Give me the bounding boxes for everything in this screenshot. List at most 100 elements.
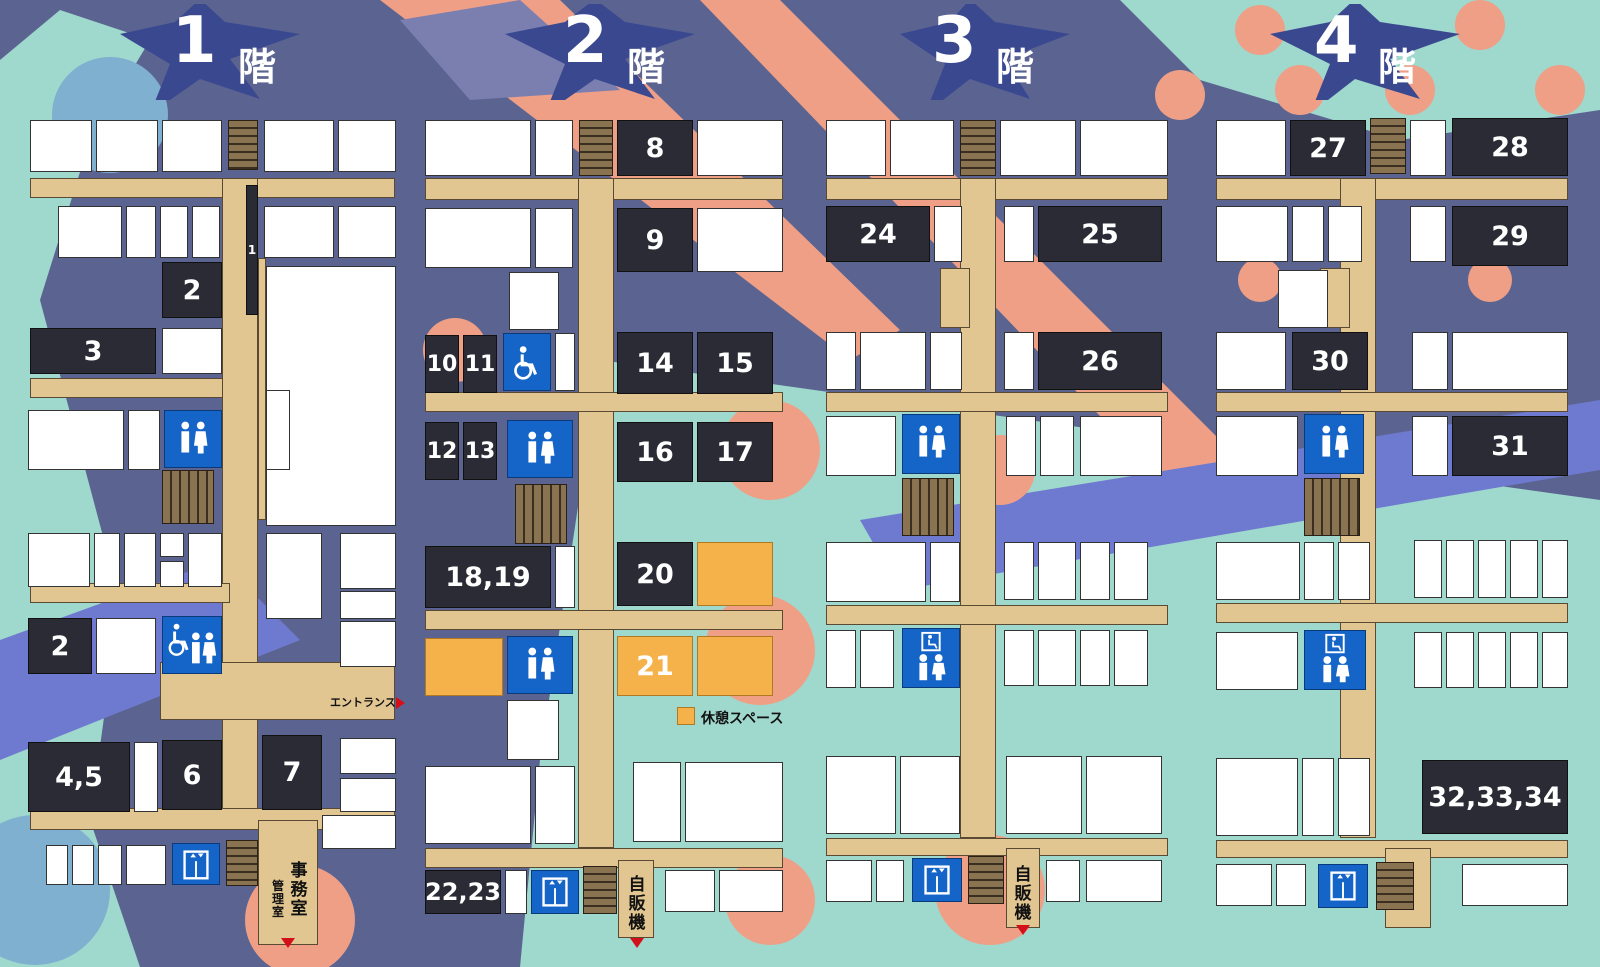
room bbox=[340, 738, 396, 774]
room bbox=[1080, 630, 1110, 686]
vending-marker bbox=[630, 938, 644, 948]
floor-suffix: 階 bbox=[238, 45, 277, 89]
room bbox=[1478, 540, 1506, 598]
room bbox=[1216, 120, 1286, 176]
rest-space bbox=[425, 638, 503, 696]
booth-8[interactable]: 8 bbox=[617, 120, 693, 176]
room bbox=[1478, 632, 1506, 688]
booth-26[interactable]: 26 bbox=[1038, 332, 1162, 390]
booth-21[interactable]: 21 bbox=[617, 636, 693, 696]
room bbox=[96, 618, 156, 674]
booth-11[interactable]: 11 bbox=[463, 335, 497, 393]
room bbox=[1292, 206, 1324, 262]
booth-25[interactable]: 25 bbox=[1038, 206, 1162, 262]
booth-3[interactable]: 3 bbox=[30, 328, 156, 374]
floor-number: 1 bbox=[172, 4, 217, 78]
booth-2[interactable]: 2 bbox=[28, 618, 92, 674]
rest-space bbox=[697, 636, 773, 696]
stairs-icon bbox=[1304, 478, 1360, 536]
room bbox=[1038, 542, 1076, 600]
room bbox=[1080, 542, 1110, 600]
stairs-icon bbox=[1376, 862, 1414, 910]
room bbox=[1412, 416, 1448, 476]
elevator-icon bbox=[1318, 864, 1368, 908]
booth-10[interactable]: 10 bbox=[425, 335, 459, 393]
room bbox=[697, 120, 783, 176]
room bbox=[264, 120, 334, 172]
booth-29[interactable]: 29 bbox=[1452, 206, 1568, 266]
room bbox=[192, 206, 220, 258]
room bbox=[1302, 758, 1334, 836]
room bbox=[1542, 540, 1568, 598]
room bbox=[425, 208, 531, 268]
booth-6[interactable]: 6 bbox=[162, 740, 222, 810]
corridor bbox=[1006, 848, 1040, 928]
booth-2[interactable]: 2 bbox=[162, 262, 222, 318]
room bbox=[134, 742, 158, 812]
room bbox=[1006, 416, 1036, 476]
booth-31[interactable]: 31 bbox=[1452, 416, 1568, 476]
booth-16[interactable]: 16 bbox=[617, 422, 693, 482]
booth-24[interactable]: 24 bbox=[826, 206, 930, 262]
vending-label: 自販機 bbox=[1014, 865, 1032, 923]
room bbox=[1004, 206, 1034, 262]
room bbox=[1080, 120, 1168, 176]
room bbox=[685, 762, 783, 842]
booth-15[interactable]: 15 bbox=[697, 332, 773, 394]
room bbox=[509, 272, 559, 330]
room bbox=[860, 332, 926, 390]
booth-1[interactable]: 1 bbox=[246, 185, 258, 315]
room bbox=[1216, 632, 1298, 690]
room bbox=[826, 860, 872, 902]
booth-4-5[interactable]: 4,5 bbox=[28, 742, 130, 812]
stairs-icon bbox=[515, 484, 567, 544]
room bbox=[1414, 540, 1442, 598]
room bbox=[1000, 120, 1076, 176]
booth-28[interactable]: 28 bbox=[1452, 118, 1568, 176]
room bbox=[128, 410, 160, 470]
restroom-icon bbox=[507, 420, 573, 478]
booth-17[interactable]: 17 bbox=[697, 422, 773, 482]
booth-22-23[interactable]: 22,23 bbox=[425, 870, 501, 914]
accessible-restroom-icon bbox=[902, 628, 960, 688]
wheelchair-icon bbox=[503, 333, 551, 391]
booth-32-33-34[interactable]: 32,33,34 bbox=[1422, 760, 1568, 834]
corridor bbox=[1216, 178, 1568, 200]
room bbox=[1276, 864, 1306, 906]
room bbox=[1216, 864, 1272, 906]
room bbox=[58, 206, 122, 258]
room bbox=[555, 546, 575, 608]
room bbox=[1446, 540, 1474, 598]
booth-30[interactable]: 30 bbox=[1292, 332, 1368, 390]
compass-star-icon bbox=[505, 4, 695, 100]
booth-13[interactable]: 13 bbox=[463, 422, 497, 480]
room bbox=[1006, 756, 1082, 834]
room bbox=[1510, 632, 1538, 688]
booth-9[interactable]: 9 bbox=[617, 208, 693, 272]
room bbox=[934, 206, 962, 262]
corridor bbox=[1216, 392, 1568, 412]
room bbox=[1114, 630, 1148, 686]
floor-2-header: 2 階 bbox=[395, 4, 787, 100]
room bbox=[1216, 542, 1300, 600]
floor-1: 1 階 1 2 3 bbox=[0, 0, 405, 967]
stairs-icon bbox=[960, 120, 996, 176]
floor-suffix: 階 bbox=[1378, 45, 1417, 89]
room bbox=[665, 870, 715, 912]
entrance-marker bbox=[396, 697, 405, 709]
room bbox=[162, 328, 222, 374]
booth-20[interactable]: 20 bbox=[617, 542, 693, 606]
booth-18-19[interactable]: 18,19 bbox=[425, 546, 551, 608]
room bbox=[425, 120, 531, 176]
rest-space bbox=[697, 542, 773, 606]
office-label: 事務室 bbox=[290, 861, 308, 919]
booth-7[interactable]: 7 bbox=[262, 735, 322, 810]
room bbox=[28, 410, 124, 470]
booth-12[interactable]: 12 bbox=[425, 422, 459, 480]
booth-14[interactable]: 14 bbox=[617, 332, 693, 394]
stairs-icon bbox=[1370, 118, 1406, 174]
room bbox=[264, 206, 334, 258]
corridor bbox=[258, 820, 318, 945]
booth-27[interactable]: 27 bbox=[1290, 120, 1366, 176]
compass-star-icon bbox=[120, 4, 300, 100]
